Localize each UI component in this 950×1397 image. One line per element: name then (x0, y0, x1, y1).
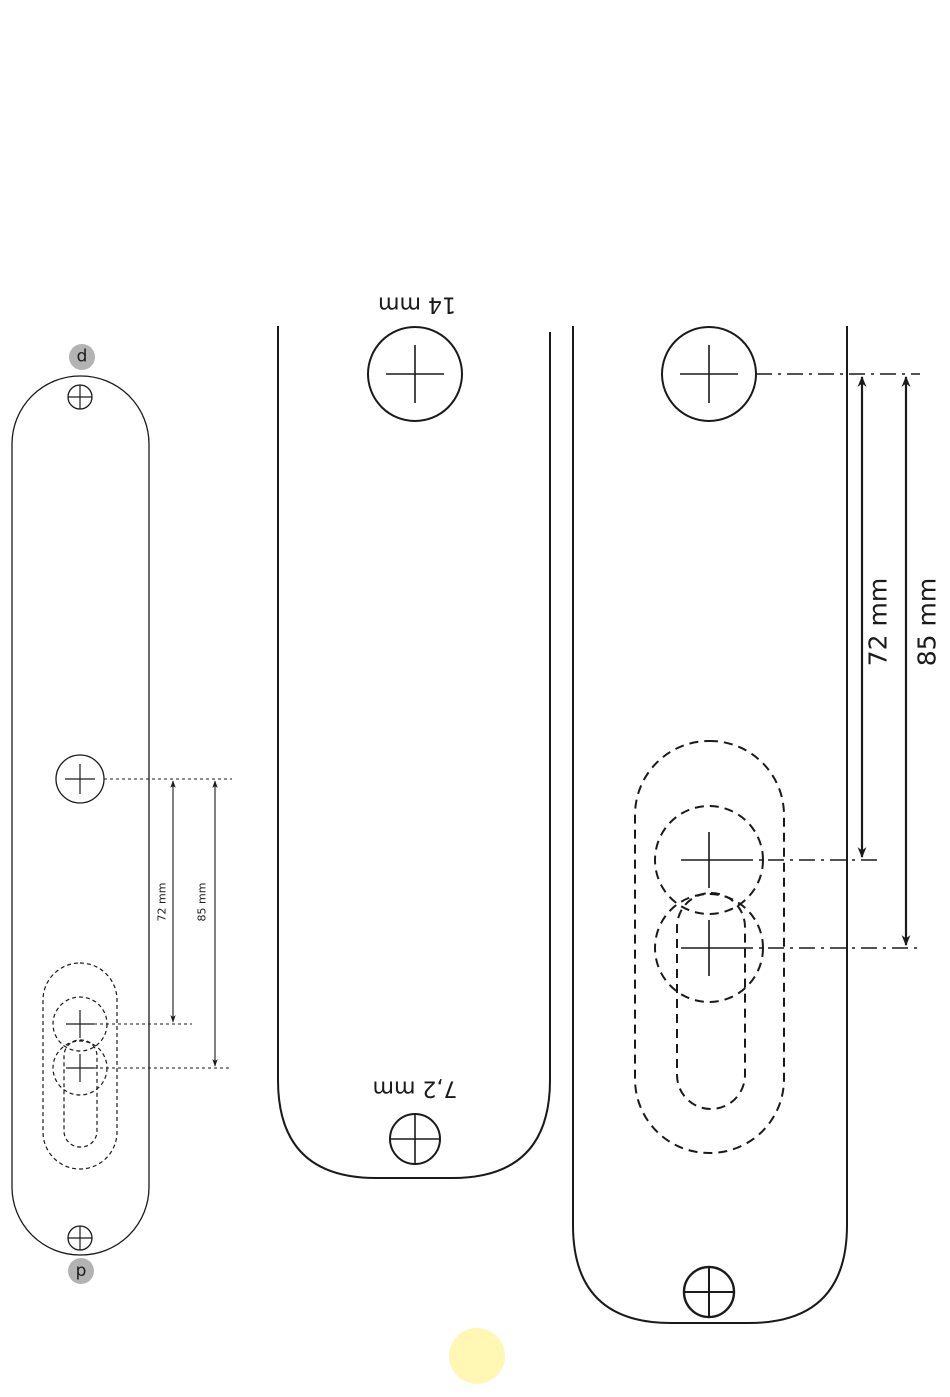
small-plate-outline (12, 376, 149, 1255)
middle-plate-14mm-hole-icon (368, 327, 462, 421)
large-plate-outline (573, 326, 847, 1323)
small-plate: p p (12, 344, 232, 1284)
large-plate-crosshair-72-icon (681, 832, 737, 888)
top-badge-text: p (77, 347, 88, 367)
bottom-badge-text: p (76, 1261, 87, 1281)
small-plate-handle-hole-icon (56, 755, 104, 803)
yellow-marker-dot (449, 1328, 505, 1384)
small-plate-crosshair-85-icon (66, 1054, 94, 1082)
small-plate-top-badge: p (69, 344, 95, 370)
middle-plate-7-2mm-hole-icon (390, 1114, 440, 1164)
small-plate-bottom-screw-icon (68, 1226, 92, 1250)
large-dim-72-label: 72 mm (864, 578, 893, 666)
middle-hole-7-2mm-label: 7,2 mm (373, 1076, 458, 1101)
small-plate-bottom-badge: p (68, 1258, 94, 1284)
large-plate-crosshair-85-icon (681, 920, 737, 976)
large-plate-bottom-screw-icon (684, 1267, 734, 1317)
large-dim-85-label: 85 mm (913, 578, 942, 666)
large-plate: 72 mm 85 mm (573, 326, 942, 1323)
small-plate-top-screw-icon (68, 385, 92, 409)
large-plate-extension-lines (737, 374, 920, 948)
middle-plate: 14 mm 7,2 mm (278, 292, 550, 1179)
middle-hole-14mm-label: 14 mm (378, 292, 456, 317)
small-dim-85-label: 85 mm (196, 883, 209, 922)
small-dim-72-label: 72 mm (156, 883, 169, 922)
small-plate-extension-lines (94, 779, 232, 1068)
large-plate-handle-hole-icon (662, 327, 756, 421)
small-plate-crosshair-72-icon (66, 1010, 94, 1038)
middle-plate-outline (278, 326, 550, 1178)
